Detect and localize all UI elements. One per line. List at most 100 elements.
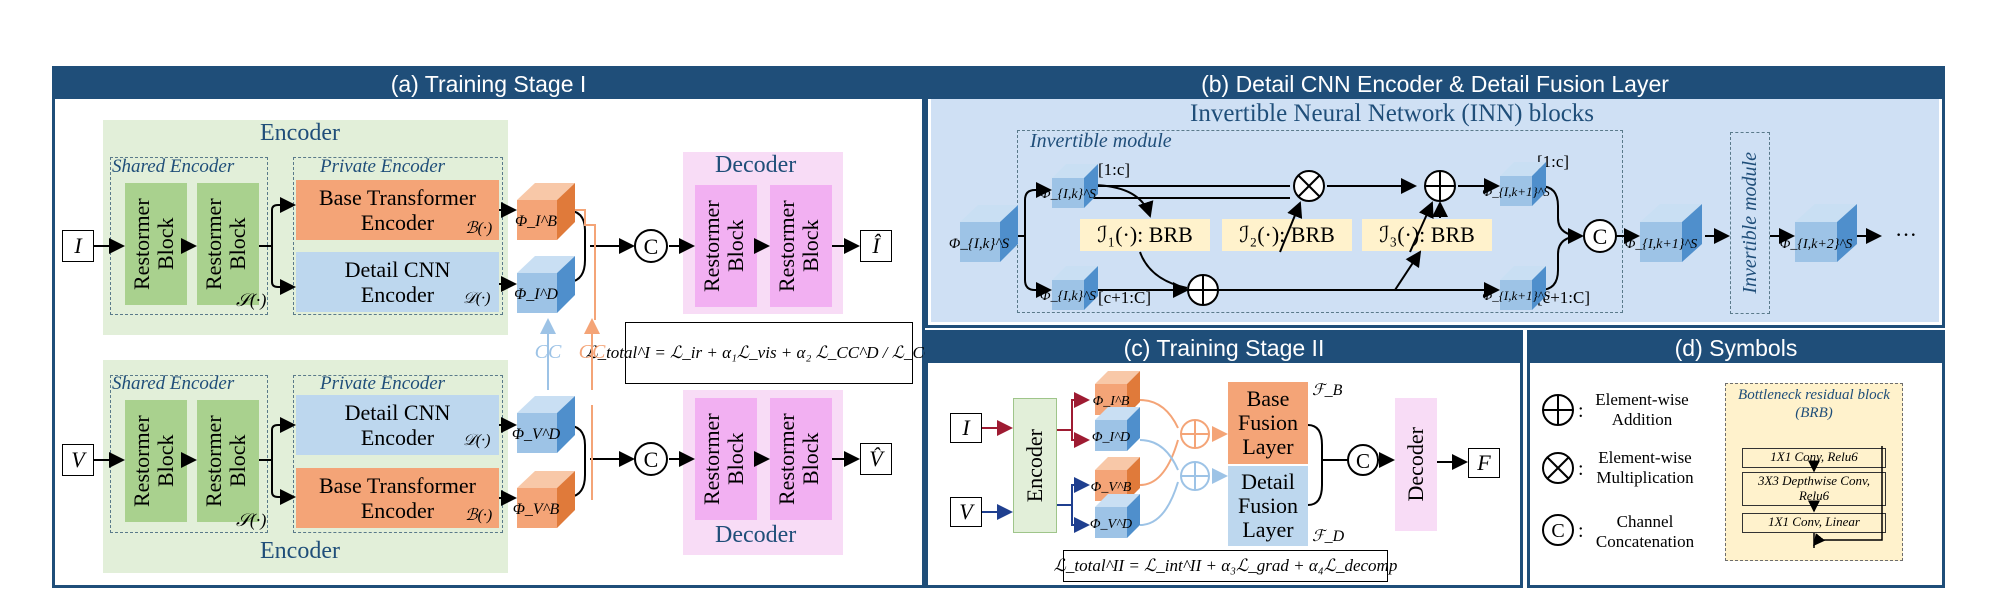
svg-text:Φ_I^B: Φ_I^B: [515, 213, 557, 230]
multiply-symbol-b: [1293, 170, 1325, 202]
base-func-top: ℬ(·): [465, 220, 493, 237]
loss-formula-stage1: ℒ_total^I = ℒ_ir + α₁ℒ_vis + α₂ ℒ_CC^D /…: [585, 322, 953, 384]
addition-label: Element-wise Addition: [1595, 390, 1689, 429]
output-F: F: [1468, 448, 1500, 478]
inn-title: Invertible Neural Network (INN) blocks: [1190, 100, 1595, 127]
brb-legend-row-2: 3X3 Depthwise Conv, Relu6: [1742, 472, 1886, 506]
base-fusion-layer: Base Fusion Layer: [1228, 382, 1308, 464]
colon-concatenation: :: [1578, 520, 1584, 542]
private-encoder-bottom-label: Private Encoder: [320, 373, 446, 394]
brb-3: ℐ₃(·): BRB: [1362, 219, 1492, 251]
addition-symbol-d: [1542, 394, 1574, 426]
cube-ID-a: Φ_I^D: [514, 256, 575, 313]
svg-text:C: C: [1356, 449, 1370, 473]
private-encoder-top-label: Private Encoder: [320, 156, 446, 177]
cube-ID-c: Φ_I^D: [1092, 407, 1140, 451]
cc-label-blue: CC: [535, 341, 562, 363]
input-I-c: I: [950, 413, 982, 443]
svg-text:Φ_V^B: Φ_V^B: [513, 501, 560, 518]
output-I-hat: Î: [860, 230, 892, 262]
cube-IB-c: Φ_I^B: [1093, 371, 1140, 415]
output-V-hat: V̂: [860, 443, 892, 475]
encoder-bottom-label: Encoder: [260, 538, 340, 564]
svg-text:C: C: [1593, 224, 1608, 249]
add-symbol-b-bottom: [1187, 274, 1219, 306]
multiplication-symbol-d: [1542, 452, 1574, 484]
cube-bottom-b: Φ_{I,k}^S: [1040, 266, 1098, 310]
cc-arrows: [540, 209, 600, 500]
cube-IB-a: Φ_I^B: [515, 183, 575, 240]
concat-symbol-b: C: [1583, 219, 1617, 253]
panel-d-title: (d) Symbols: [1530, 333, 1942, 363]
colon-addition: :: [1578, 400, 1584, 422]
decoder-block-bottom-1: Restormer Block: [695, 398, 757, 520]
cube-input-b: Φ_{I,k}^S: [949, 205, 1018, 262]
ellipsis: ···: [1895, 222, 1917, 247]
colon-multiplication: :: [1578, 458, 1584, 480]
base-transformer-encoder-bottom: Base Transformer Encoder: [296, 468, 499, 528]
panel-a-arrows: [94, 197, 860, 506]
restormer-block-top-1: Restormer Block: [125, 183, 187, 305]
decoder-bottom-label: Decoder: [715, 522, 797, 548]
brb-2: ℐ₂(·): BRB: [1222, 219, 1352, 251]
concat-symbol-a-bottom: C: [634, 442, 668, 476]
invertible-module-label: Invertible module: [1030, 130, 1172, 152]
cube-VB-c: Φ_V^B: [1091, 457, 1140, 501]
cube-top-b: Φ_{I,k}^S: [1040, 164, 1098, 208]
cube-VD-a: Φ_V^D: [512, 396, 575, 453]
decoder-block-bottom-2: Restormer Block: [770, 398, 832, 520]
svg-text:C: C: [1551, 520, 1564, 542]
encoder-top-label: Encoder: [260, 120, 340, 146]
brb-legend-row-3: 1X1 Conv, Linear: [1742, 513, 1886, 533]
base-transformer-encoder-top: Base Transformer Encoder: [296, 180, 499, 240]
base-fusion-func: ℱ_B: [1312, 382, 1343, 399]
cube-top-out-b: Φ_{I,k+1}^S: [1482, 162, 1550, 206]
svg-text:Φ_I^D: Φ_I^D: [514, 286, 558, 303]
svg-text:Φ_V^B: Φ_V^B: [1091, 480, 1132, 495]
multiplication-label: Element-wise Multiplication: [1596, 448, 1694, 487]
detail-cnn-encoder-bottom: Detail CNN Encoder: [296, 395, 499, 455]
shared-func-bottom: 𝒮(·): [236, 510, 267, 530]
svg-text:Φ_{I,k+1}^S: Φ_{I,k+1}^S: [1625, 237, 1698, 252]
input-V-a: V: [62, 444, 94, 476]
private-encoder-bottom: [293, 375, 503, 533]
svg-text:Φ_I^B: Φ_I^B: [1093, 394, 1130, 409]
panel-a-title: (a) Training Stage I: [55, 69, 922, 99]
add-symbol-c-bottom: [1180, 461, 1210, 491]
svg-text:Φ_{I,k}^S: Φ_{I,k}^S: [1040, 289, 1096, 304]
encoder-c: Encoder: [1013, 398, 1057, 533]
input-V-c: V: [950, 497, 982, 527]
cc-label-orange: CC: [579, 341, 606, 363]
detail-fusion-func: ℱ_D: [1312, 528, 1345, 545]
cube-VB-a: Φ_V^B: [513, 471, 575, 528]
base-func-bottom: ℬ(·): [465, 507, 493, 524]
decoder-block-top-2: Restormer Block: [770, 185, 832, 307]
detail-fusion-layer: Detail Fusion Layer: [1228, 466, 1308, 546]
svg-text:Φ_{I,k+1}^S: Φ_{I,k+1}^S: [1482, 184, 1550, 199]
cube-out-b: Φ_{I,k+1}^S: [1625, 204, 1702, 262]
decoder-block-top-1: Restormer Block: [695, 185, 757, 307]
input-I-a: I: [62, 230, 94, 262]
svg-text:Φ_{I,k}^S: Φ_{I,k}^S: [1040, 187, 1096, 202]
shared-encoder-bottom-label: Shared Encoder: [112, 373, 235, 394]
panel-c-title: (c) Training Stage II: [928, 333, 1520, 363]
private-encoder-top: [293, 157, 503, 315]
cube-final-b: Φ_{I,k+2}^S: [1780, 204, 1857, 262]
svg-text:Φ_{I,k}^S: Φ_{I,k}^S: [949, 236, 1010, 252]
concatenation-label: Channel Concatenation: [1595, 512, 1695, 551]
decoder-c: Decoder: [1395, 398, 1437, 531]
range-top-in: [1:c]: [1098, 160, 1131, 179]
brb-legend-title: Bottleneck residual block (BRB): [1738, 387, 1890, 421]
restormer-block-bottom-2: Restormer Block: [197, 400, 259, 522]
range-bottom-in: [c+1:C]: [1098, 288, 1152, 307]
cube-VD-c: Φ_V^D: [1090, 494, 1140, 538]
range-bottom-out: [c+1:C]: [1537, 288, 1591, 307]
svg-text:Φ_{I,k+2}^S: Φ_{I,k+2}^S: [1780, 237, 1853, 252]
svg-text:Φ_{I,k+1}^S: Φ_{I,k+1}^S: [1482, 288, 1550, 303]
detail-func-top: 𝒟(·): [463, 290, 491, 307]
restormer-block-top-2: Restormer Block: [197, 183, 259, 305]
add-symbol-b-top: [1424, 170, 1456, 202]
panel-c-arrows: [982, 392, 1468, 533]
shared-func-top: 𝒮(·): [236, 290, 267, 310]
